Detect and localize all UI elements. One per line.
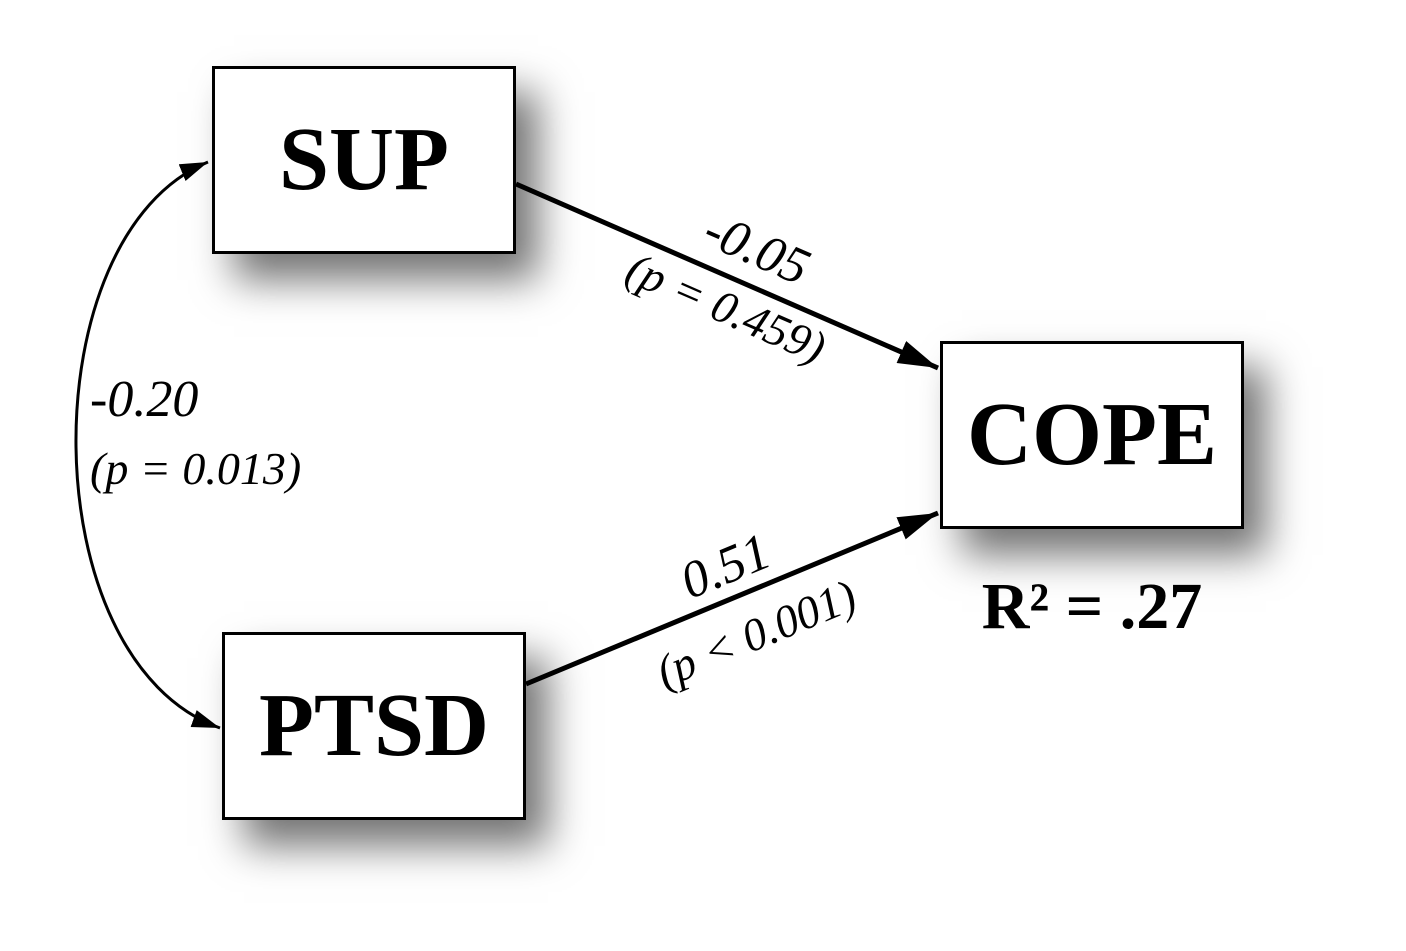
cope-r-squared: R² = .27 — [982, 570, 1203, 643]
node-sup: SUP — [212, 66, 516, 254]
correlation-p-value: (p = 0.013) — [90, 443, 301, 494]
node-sup-label: SUP — [278, 110, 450, 209]
correlation-curve-start-arrowhead — [178, 162, 208, 181]
correlation-coefficient: -0.20 — [90, 371, 198, 428]
node-ptsd: PTSD — [222, 632, 526, 820]
ptsd-cope-p-value: (p < 0.001) — [649, 570, 864, 698]
ptsd-cope-coefficient: 0.51 — [673, 523, 779, 610]
node-ptsd-label: PTSD — [258, 676, 490, 775]
arrow-sup-to-cope — [515, 181, 939, 371]
arrow-ptsd-to-cope — [525, 510, 939, 687]
node-cope: COPE — [940, 341, 1244, 529]
correlation-curve-sup-ptsd — [74, 160, 221, 730]
node-cope-label: COPE — [966, 385, 1217, 484]
sup-cope-coefficient: -0.05 — [696, 201, 818, 296]
sup-cope-p-value: (p = 0.459) — [619, 242, 833, 373]
